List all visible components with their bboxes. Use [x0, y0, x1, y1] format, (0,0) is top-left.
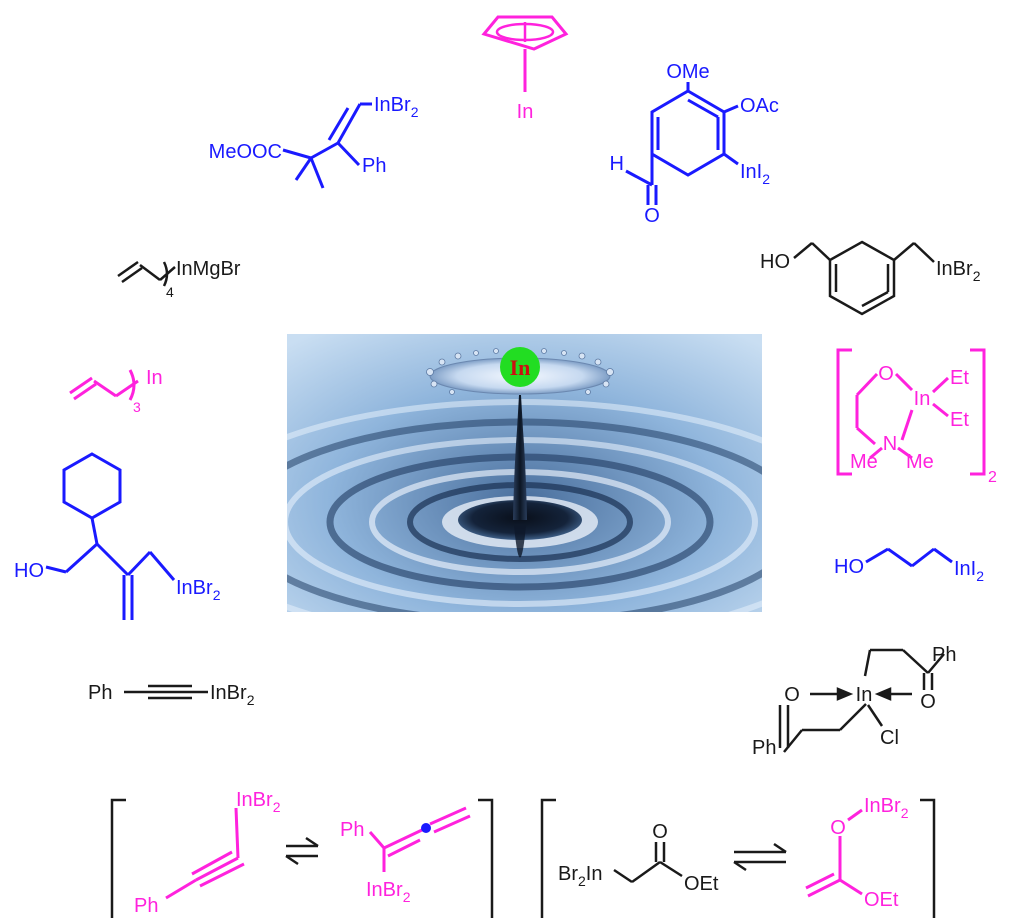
ketone-oxygen-right: O: [920, 691, 936, 713]
reformatsky-ethoxy-black: OEt: [684, 873, 719, 895]
ketone-phenyl-upper: Ph: [932, 644, 956, 666]
aryl-indium-aldehyde: OMe OAc InI2 H O: [610, 61, 779, 227]
cyclohexyl-inbr2-label: InBr2: [176, 577, 221, 603]
chelate-ethyl-lower: Et: [950, 409, 969, 431]
enolate-inbr2-label: InBr2: [864, 795, 909, 821]
enolate-ethoxy-label: OEt: [864, 889, 899, 911]
chelate-indium-label: In: [914, 388, 931, 410]
chelate-methyl-right: Me: [906, 451, 934, 473]
ketone-chloride-label: Cl: [880, 727, 899, 749]
alkynyl-phenyl-label: Ph: [88, 682, 112, 704]
benzyl-inbr2-label: InBr2: [936, 258, 981, 284]
equilibrium-arrow-right: [733, 842, 787, 872]
propyl-hydroxy-label: HO: [834, 556, 864, 578]
propargyl-allenyl-equilibrium: InBr2 Ph Ph InBr2: [110, 789, 494, 918]
methoxy-label: OMe: [666, 61, 709, 83]
dimer-subscript: 2: [988, 469, 997, 486]
ketone-oxygen-left: O: [784, 684, 800, 706]
aldehyde-o-label: O: [644, 205, 660, 227]
ketone-phenyl-lower: Ph: [752, 737, 776, 759]
cyclohexyl-hydroxy-label: HO: [14, 560, 44, 582]
aryl-ini2-label: InI2: [740, 161, 770, 187]
chelate-ethyl-upper: Et: [950, 367, 969, 389]
ketone-chelated-indium: Ph O In O Cl Ph: [752, 644, 956, 759]
vinyl-phenyl-label: Ph: [362, 155, 386, 177]
inmgbr-label: InMgBr: [176, 258, 241, 280]
benzyl-indium: HO InBr2: [760, 240, 981, 316]
ketone-indium-label: In: [856, 684, 873, 706]
chelate-methyl-left: Me: [850, 451, 878, 473]
aldehyde-h-label: H: [610, 153, 624, 175]
methyl-ester-label: MeOOC: [209, 141, 282, 163]
alkynyl-indium: Ph InBr2: [88, 682, 255, 708]
water-drop-photo: In: [287, 334, 762, 612]
chelated-indium-dimer: O In Et Et N Me Me 2: [836, 348, 997, 486]
drop-element-label: In: [510, 355, 531, 380]
enolate-oxygen-label: O: [830, 817, 846, 839]
vinyl-inbr2-label: InBr2: [374, 94, 419, 120]
triallyl-subscript: 3: [133, 399, 141, 415]
triallyl-indium: In 3: [69, 367, 163, 415]
propyl-ini2-label: InI2: [954, 558, 984, 584]
allenyl-inbr2-label: InBr2: [366, 879, 411, 905]
reformatsky-equilibrium: Br2In O OEt O InBr2 OEt: [540, 795, 936, 918]
chelate-nitrogen-label: N: [883, 433, 897, 455]
equilibrium-arrow-left: [285, 836, 319, 866]
benzyl-hydroxy-label: HO: [760, 251, 790, 273]
chelate-oxygen-label: O: [878, 363, 894, 385]
vinyl-indium-ester: InBr2 MeOOC Ph: [209, 94, 419, 189]
allenyl-phenyl-label: Ph: [340, 819, 364, 841]
alkynyl-inbr2-label: InBr2: [210, 682, 255, 708]
hydroxypropyl-indium: HO InI2: [834, 547, 984, 584]
triallyl-in-label: In: [146, 367, 163, 389]
cyclohexyl-allyl-indium: HO InBr2: [14, 452, 221, 620]
acetoxy-label: OAc: [740, 95, 779, 117]
cp-indium-label: In: [517, 101, 534, 123]
propargyl-inbr2-label: InBr2: [236, 789, 281, 815]
propargyl-phenyl-label: Ph: [134, 895, 158, 917]
reformatsky-carbonyl-o: O: [652, 821, 668, 843]
pentenyl-inmgbr: InMgBr 4: [117, 258, 241, 300]
reformatsky-brin-label: Br2In: [558, 863, 602, 889]
pentenyl-subscript: 4: [166, 284, 174, 300]
cyclopentadienyl-indium: In: [481, 15, 569, 123]
